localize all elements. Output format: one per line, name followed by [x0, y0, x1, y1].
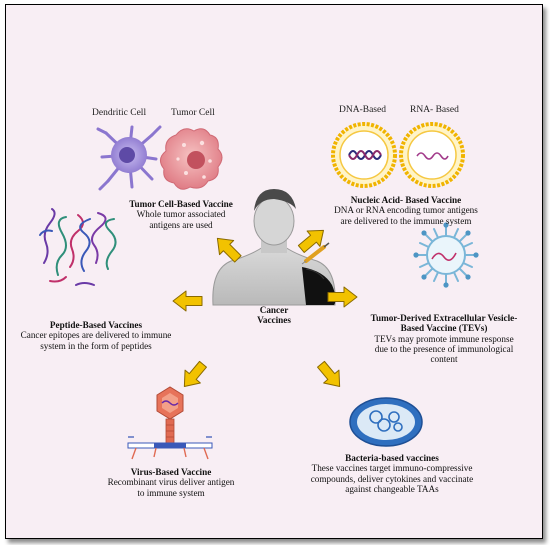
dna-vesicle-icon: [331, 122, 397, 188]
peptide-vaccine-text: Peptide-Based Vaccines Cancer epitopes a…: [6, 320, 186, 351]
tumor-cell-vaccine-text: Tumor Cell-Based Vaccine Whole tumor ass…: [86, 199, 276, 230]
tev-vaccine-title-2: Based Vaccine (TEVs): [400, 323, 488, 334]
peptide-strands-icon: [39, 208, 117, 286]
virus-icon: [127, 386, 213, 460]
dendritic-cell-icon: [96, 125, 162, 191]
tev-vaccine-desc-2: due to the presence of immunological: [374, 343, 514, 354]
virus-vaccine-title: Virus-Based Vaccine: [130, 467, 212, 477]
peptide-vaccine-desc-1: Cancer epitopes are delivered to immune: [20, 330, 172, 341]
arrow-to-tev-vaccine: [327, 286, 358, 308]
tumor-cell-vaccine-desc-2: antigens are used: [149, 219, 213, 230]
syringe-icon: [301, 242, 330, 265]
tumor-cell-vaccine-title: Tumor Cell-Based Vaccine: [129, 199, 233, 209]
rna-based-label: RNA- Based: [410, 105, 459, 115]
rna-vesicle-icon: [399, 122, 465, 188]
bacteria-vaccine-text: Bacteria-based vaccines These vaccines t…: [292, 453, 492, 494]
virus-vaccine-text: Virus-Based Vaccine Recombinant virus de…: [76, 467, 266, 498]
arrow-to-tumor-cell-vaccine: [216, 237, 242, 263]
tev-vaccine-title-1: Tumor-Derived Extracellular Vesicle-: [370, 313, 518, 323]
arrow-to-bacteria-vaccine: [317, 360, 341, 387]
dendritic-cell-label: Dendritic Cell: [92, 108, 147, 118]
bacteria-vaccine-desc-1: These vaccines target immuno-compressive: [311, 463, 473, 474]
center-label-line-2: Vaccines: [257, 315, 291, 326]
arrow-to-peptide-vaccine: [172, 290, 203, 312]
nucleic-acid-vaccine-desc-1: DNA or RNA encoding tumor antigens: [334, 205, 478, 216]
center-label: Cancer Vaccines: [244, 305, 304, 326]
nucleic-acid-vaccine-text: Nucleic Acid- Based Vaccine DNA or RNA e…: [306, 195, 506, 226]
dna-based-label: DNA-Based: [339, 105, 386, 115]
tumor-cell-vaccine-desc-1: Whole tumor associated: [136, 209, 226, 220]
tev-vaccine-desc-3: content: [430, 354, 458, 365]
peptide-vaccine-desc-2: system in the form of peptides: [40, 340, 152, 351]
bacteria-vaccine-desc-3: against changeable TAAs: [345, 483, 439, 494]
peptide-vaccine-title: Peptide-Based Vaccines: [49, 320, 143, 330]
arrow-to-nucleic-acid-vaccine: [297, 229, 324, 253]
person-figure-icon: [212, 189, 336, 306]
bacteria-vaccine-desc-2: compounds, deliver cytokines and vaccina…: [310, 473, 474, 484]
extracellular-vesicle-icon: [413, 222, 479, 288]
nucleic-acid-vaccine-desc-2: are delivered to the immune system: [340, 215, 472, 226]
virus-vaccine-desc-2: to immune system: [137, 487, 205, 498]
arrow-to-virus-vaccine: [183, 360, 207, 387]
tev-vaccine-desc-1: TEVs may promote immune response: [374, 333, 514, 344]
nucleic-acid-vaccine-title: Nucleic Acid- Based Vaccine: [350, 195, 462, 205]
diagram-canvas: [39, 122, 479, 460]
tev-vaccine-text: Tumor-Derived Extracellular Vesicle- Bas…: [346, 313, 542, 364]
bacteria-icon: [349, 397, 423, 447]
virus-vaccine-desc-1: Recombinant virus deliver antigen: [107, 477, 235, 488]
center-label-line-1: Cancer: [259, 305, 289, 315]
tumor-cell-icon: [160, 128, 223, 190]
tumor-cell-label: Tumor Cell: [171, 108, 215, 118]
diagram-frame: Dendritic Cell Tumor Cell DNA-Based RNA-…: [5, 4, 543, 539]
bacteria-vaccine-title: Bacteria-based vaccines: [345, 453, 439, 463]
